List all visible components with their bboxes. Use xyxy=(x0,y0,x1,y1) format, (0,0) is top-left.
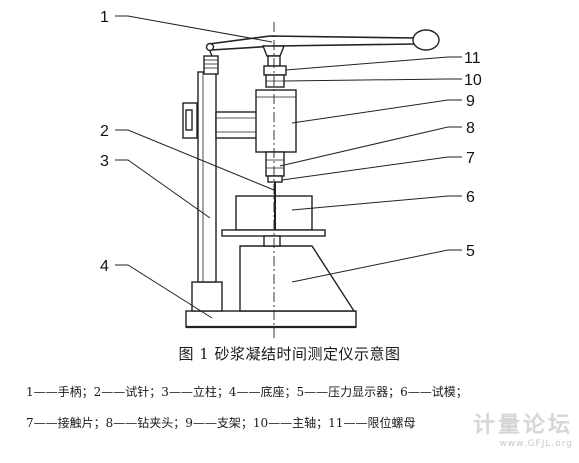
limit-nut xyxy=(263,65,287,76)
column xyxy=(197,71,217,283)
leader-4 xyxy=(115,264,213,319)
pressure-display xyxy=(239,245,356,312)
support-arm xyxy=(215,111,259,139)
leader-9 xyxy=(291,99,462,124)
leader-5 xyxy=(291,249,462,283)
label-11: 11 xyxy=(464,50,481,67)
figure-caption: 图 1 砂浆凝结时间测定仪示意图 xyxy=(178,345,401,363)
leader-6 xyxy=(291,195,462,211)
label-7: 7 xyxy=(466,150,475,167)
label-10: 10 xyxy=(464,72,482,89)
drill-chuck xyxy=(265,151,285,177)
column-foot xyxy=(191,281,223,312)
watermark-title: 计量论坛 xyxy=(472,413,573,438)
apparatus-diagram: 1 2 3 4 5 6 7 8 9 10 11 xyxy=(100,9,482,340)
handle-lever xyxy=(208,35,417,45)
leader-11 xyxy=(285,56,462,71)
leader-8 xyxy=(279,126,462,167)
label-5: 5 xyxy=(466,243,475,260)
leader-3 xyxy=(115,159,211,219)
label-3: 3 xyxy=(100,153,109,170)
label-4: 4 xyxy=(100,258,109,275)
legend-line-1: 1——手柄；2——试针；3——立柱；4——底座；5——压力显示器；6——试模； xyxy=(26,385,468,399)
legend-line-2: 7——接触片；8——钻夹头；9——支架；10——主轴；11——限位螺母 xyxy=(26,416,416,430)
label-2: 2 xyxy=(100,123,109,140)
label-6: 6 xyxy=(466,189,475,206)
leader-1 xyxy=(115,15,273,43)
label-8: 8 xyxy=(466,120,475,137)
leader-2 xyxy=(115,129,275,191)
label-9: 9 xyxy=(466,93,475,110)
contact-plate xyxy=(267,175,283,183)
base-plate xyxy=(185,310,357,328)
label-1: 1 xyxy=(100,9,109,26)
watermark: 计量论坛 www.GFJL.org xyxy=(472,413,573,450)
bracket-body xyxy=(255,89,297,153)
watermark-url: www.GFJL.org xyxy=(499,439,573,449)
leader-7 xyxy=(281,156,462,181)
leader-10 xyxy=(283,78,462,82)
handle-knob xyxy=(412,29,440,51)
column-clamp xyxy=(182,102,198,139)
mold-plate xyxy=(221,229,326,237)
